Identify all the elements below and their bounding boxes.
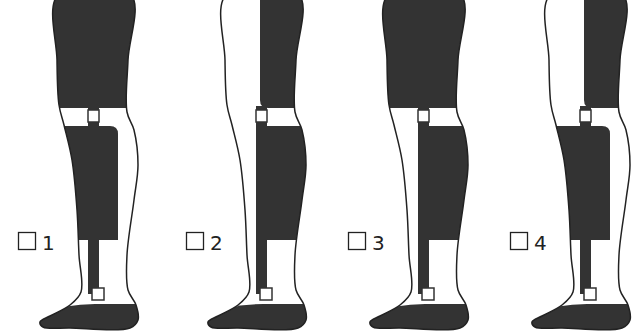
shin-cuff (547, 126, 610, 240)
ankle-joint (422, 288, 434, 300)
knee-joint (418, 110, 429, 122)
option-number: 3 (372, 233, 385, 253)
knee-joint (580, 110, 591, 122)
checkbox (349, 233, 366, 250)
thigh-cuff (50, 0, 135, 108)
leg-contour (40, 0, 139, 330)
leg-contour (208, 0, 307, 330)
ankle-joint (584, 288, 596, 300)
shin-cuff (264, 126, 313, 240)
checkbox (19, 233, 36, 250)
leg-contour (370, 0, 469, 330)
option-number: 2 (210, 233, 223, 253)
ankle-joint (92, 288, 104, 300)
thigh-cuff (380, 0, 465, 108)
leg-contour (532, 0, 631, 330)
leg-figure (522, 0, 633, 332)
leg-outline (532, 0, 631, 330)
knee-joint (88, 110, 99, 122)
checkbox (187, 233, 204, 250)
checkbox (511, 233, 528, 250)
leg-figure (30, 0, 145, 332)
option-number: 4 (534, 233, 547, 253)
option-number: 1 (42, 233, 55, 253)
leg-outline (40, 0, 139, 330)
leg-figure (360, 0, 475, 332)
leg-figure (198, 0, 313, 332)
knee-joint (256, 110, 267, 122)
ankle-joint (260, 288, 272, 300)
shin-cuff (55, 126, 118, 240)
shin-cuff (426, 126, 475, 240)
